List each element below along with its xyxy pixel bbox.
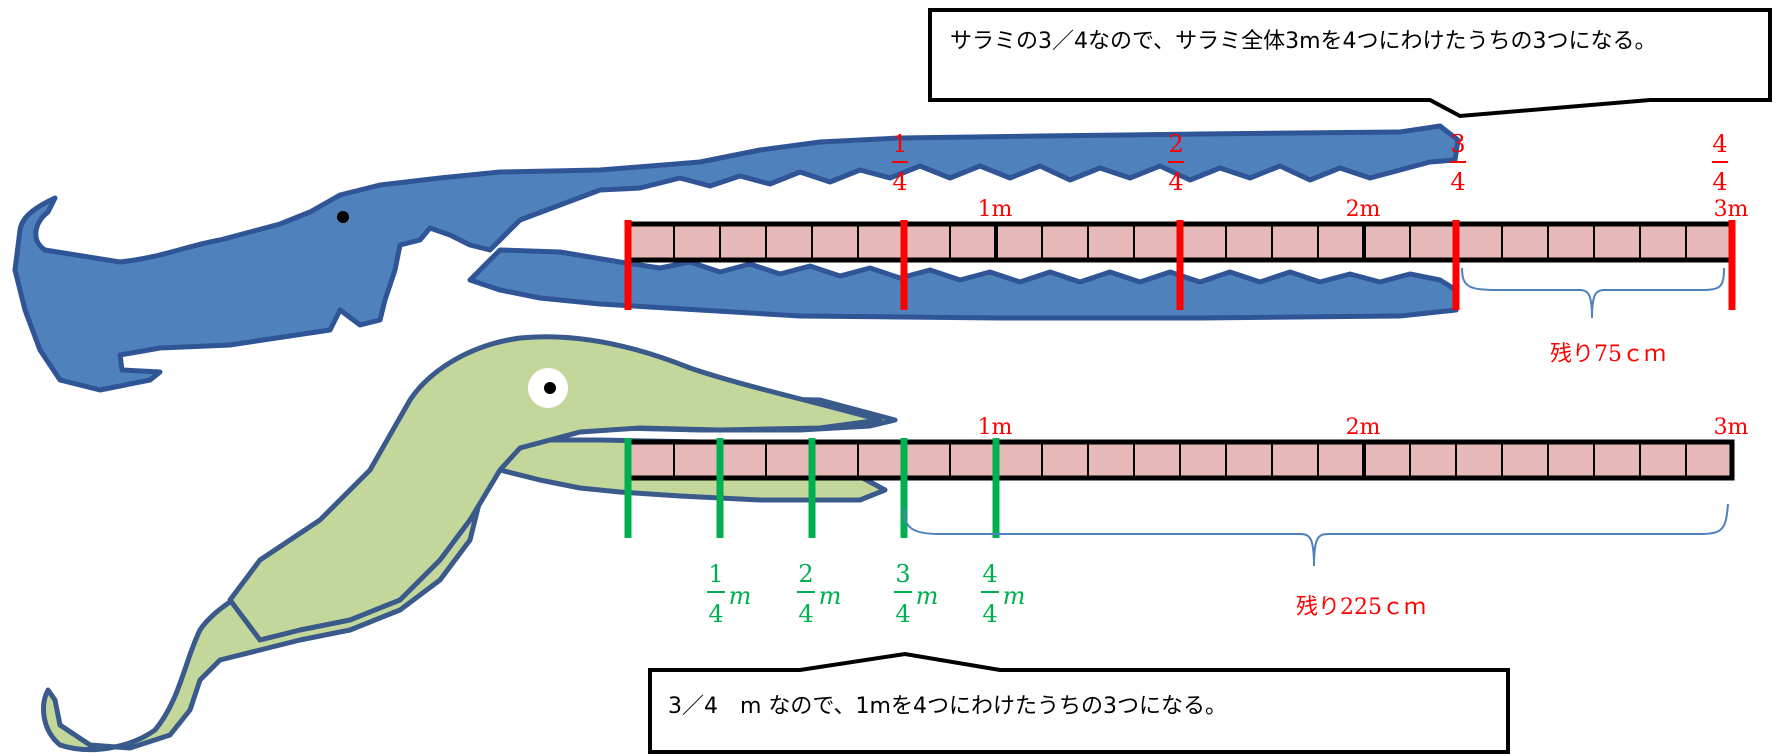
bottom-fraction-1: 1 4 m xyxy=(707,560,751,628)
top-fraction-3: 3 4 xyxy=(1450,130,1466,196)
callout-top-shape xyxy=(928,8,1772,119)
crocodile-lower-jaw xyxy=(467,247,1459,321)
top-bar-label-2m: 2m xyxy=(1346,197,1381,222)
bottom-fraction-1-unit: m xyxy=(729,582,752,610)
bottom-fraction-3-den: 4 xyxy=(895,600,910,628)
bottom-fraction-3-unit: m xyxy=(916,582,939,610)
bottom-fraction-2: 2 4 m xyxy=(797,560,841,628)
top-fraction-2: 2 4 xyxy=(1168,130,1184,196)
bottom-fraction-4-unit: m xyxy=(1003,582,1026,610)
bottom-fraction-4-den: 4 xyxy=(982,600,997,628)
top-fraction-4-num: 4 xyxy=(1712,130,1727,158)
crocodile-eye-icon xyxy=(337,211,349,223)
bottom-fraction-3-num: 3 xyxy=(895,560,910,588)
bottom-fraction-1-num: 1 xyxy=(708,560,723,588)
crocodile-upper-body xyxy=(12,123,1461,393)
bottom-remaining-brace xyxy=(903,503,1729,567)
top-remaining-label: 残り75ｃｍ xyxy=(1550,342,1666,367)
top-remaining-brace xyxy=(1461,267,1725,319)
top-bar-label-1m: 1m xyxy=(978,197,1013,222)
top-fraction-2-den: 4 xyxy=(1168,168,1183,196)
callout-top: サラミの3／4なので、サラミ全体3mを4つにわけたうちの3つになる。 xyxy=(928,8,1772,119)
bird-eye-pupil-icon xyxy=(544,382,556,394)
bottom-fraction-2-num: 2 xyxy=(798,560,813,588)
top-fraction-1-den: 4 xyxy=(892,168,907,196)
callout-top-text: サラミの3／4なので、サラミ全体3mを4つにわけたうちの3つになる。 xyxy=(950,29,1657,54)
bottom-fraction-2-unit: m xyxy=(819,582,842,610)
callout-bottom-text: 3／4 m なので、1mを4つにわけたうちの3つになる。 xyxy=(668,694,1227,719)
bottom-bar-label-1m: 1m xyxy=(978,415,1013,440)
top-bar-markers xyxy=(624,220,1736,310)
crocodile-illustration xyxy=(12,123,1461,393)
top-fraction-3-den: 4 xyxy=(1450,168,1465,196)
bottom-bar-label-3m: 3m xyxy=(1714,415,1749,440)
bottom-fraction-3: 3 4 m xyxy=(894,560,938,628)
top-fraction-2-num: 2 xyxy=(1168,130,1183,158)
bottom-fraction-2-den: 4 xyxy=(798,600,813,628)
bottom-fraction-1-den: 4 xyxy=(708,600,723,628)
top-fraction-1: 1 4 xyxy=(892,130,908,196)
bird-illustration xyxy=(41,334,898,753)
top-fraction-4: 4 4 xyxy=(1712,130,1728,196)
top-bar-label-3m: 3m xyxy=(1714,197,1749,222)
callout-bottom: 3／4 m なので、1mを4つにわけたうちの3つになる。 xyxy=(648,651,1510,754)
top-fraction-1-num: 1 xyxy=(892,130,907,158)
bottom-bar-markers xyxy=(624,438,1000,538)
top-bar-cells xyxy=(673,224,1687,260)
top-fraction-3-num: 3 xyxy=(1450,130,1465,158)
callout-bottom-shape xyxy=(648,651,1510,754)
bottom-remaining-label: 残り225ｃｍ xyxy=(1296,595,1426,620)
bird-head xyxy=(227,334,883,643)
top-fraction-4-den: 4 xyxy=(1712,168,1727,196)
bottom-fraction-4: 4 4 m xyxy=(981,560,1025,628)
bottom-bar-group: 1m 2m 3m 1 4 m 2 4 m 3 4 m 4 4 m 残り225ｃｍ xyxy=(624,415,1749,628)
bottom-fraction-4-num: 4 xyxy=(982,560,997,588)
bottom-bar-label-2m: 2m xyxy=(1346,415,1381,440)
top-bar-group: 1m 2m 3m 1 4 2 4 3 4 4 4 残り75ｃｍ xyxy=(624,130,1749,367)
